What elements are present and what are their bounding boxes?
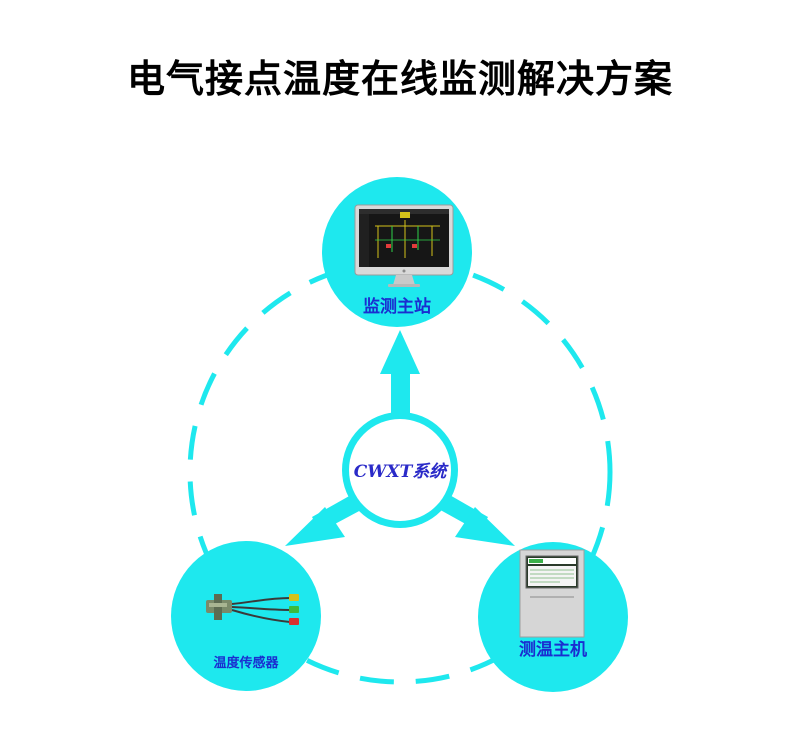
dashed-ring [187, 259, 613, 685]
desktop-monitor-icon [354, 204, 454, 287]
center-label: CWXT系统 [354, 462, 449, 482]
center-node: CWXT系统 [342, 412, 458, 528]
arrow-to-top [380, 330, 420, 424]
node-temperature-sensor: 温度传感器 [171, 541, 321, 691]
temperature-host-cabinet-icon [519, 549, 585, 638]
node-monitor-station: 监测主站 [322, 177, 472, 327]
node-temperature-host: 测温主机 [478, 542, 628, 692]
node-label-monitor-station: 监测主站 [363, 296, 431, 317]
node-label-temperature-host: 测温主机 [519, 639, 587, 660]
node-label-temperature-sensor: 温度传感器 [213, 655, 279, 671]
page-title: 电气接点温度在线监测解决方案 [126, 57, 673, 101]
temperature-sensor-icon [206, 594, 299, 625]
